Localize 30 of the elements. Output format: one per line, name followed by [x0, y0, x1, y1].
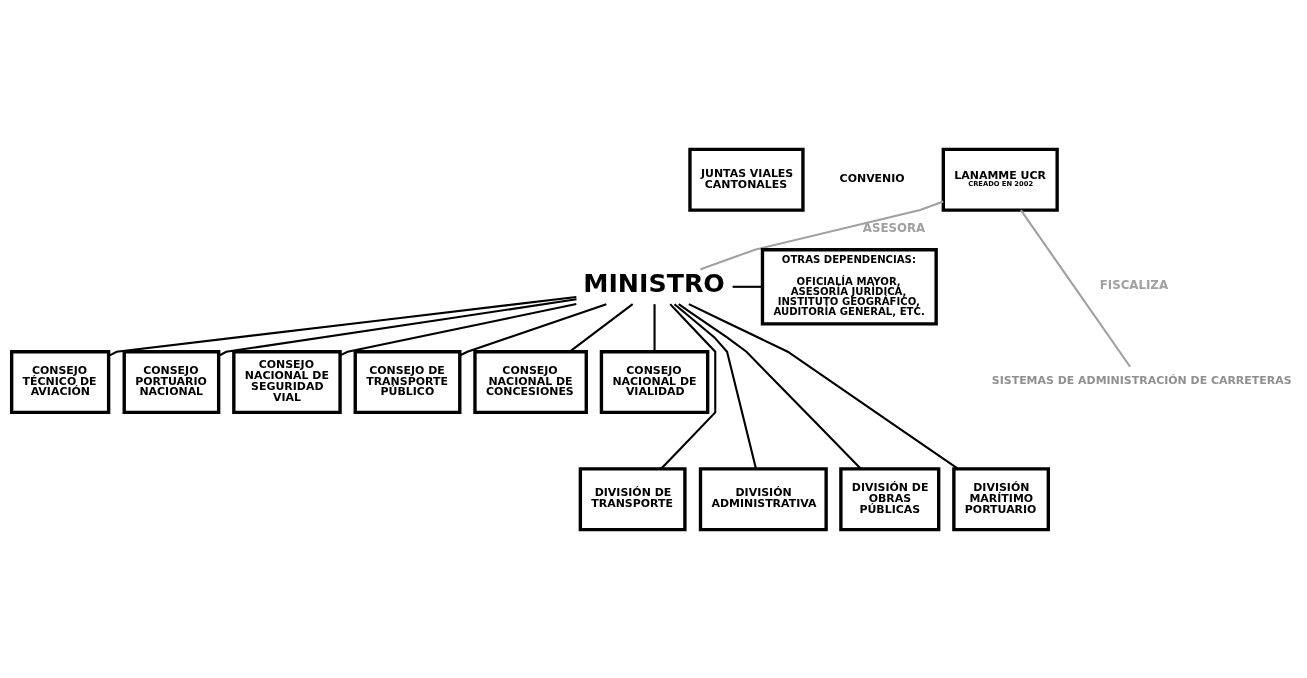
node-box: CONSEJO DE TRANSPORTE PÚBLICO — [353, 349, 462, 414]
connector — [108, 295, 577, 357]
node-box: CONSEJO NACIONAL DE SEGURIDAD VIAL — [232, 349, 342, 414]
node-box: CONSEJO PORTUARIO NACIONAL — [122, 349, 221, 414]
edge-label: ASESORA — [862, 220, 926, 235]
node-text: SISTEMAS DE ADMINISTRACIÓN DE CARRETERAS — [991, 373, 1292, 387]
node-box: CONSEJO TÉCNICO DE AVIACIÓN — [9, 349, 111, 414]
connector — [569, 302, 634, 352]
edge-label: FISCALIZA — [1099, 277, 1169, 292]
connector — [699, 200, 944, 270]
node-box: OTRAS DEPENDENCIAS: OFICIALÍA MAYOR, ASESORÍA JURÍDICA, INSTITUTO GEOGRÁFICO, AUDITORÍA GENERAL, ETC. — [760, 247, 938, 326]
node-box: CONSEJO NACIONAL DE VIALIDAD — [599, 349, 710, 414]
node-text: MINISTRO — [583, 268, 725, 298]
connector — [678, 302, 862, 469]
connector — [673, 302, 757, 469]
connector — [218, 297, 577, 357]
connector — [459, 302, 607, 356]
node-box: DIVISIÓN MARÍTIMO PORTUARIO — [952, 466, 1050, 531]
connector — [688, 302, 959, 470]
node-box: DIVISIÓN ADMINISTRATIVA — [698, 466, 828, 531]
node-box: JUNTAS VIALES CANTONALES — [688, 147, 805, 212]
label: CONVENIO — [839, 171, 905, 185]
connector — [653, 303, 656, 352]
connector — [732, 285, 763, 288]
node-box: DIVISIÓN DE TRANSPORTE — [578, 466, 687, 531]
node-box: CONSEJO NACIONAL DE CONCESIONES — [473, 349, 588, 414]
connector — [660, 302, 717, 470]
connector — [339, 302, 577, 356]
connector — [1020, 209, 1131, 367]
node-box: DIVISIÓN DE OBRAS PÚBLICAS — [839, 466, 941, 531]
